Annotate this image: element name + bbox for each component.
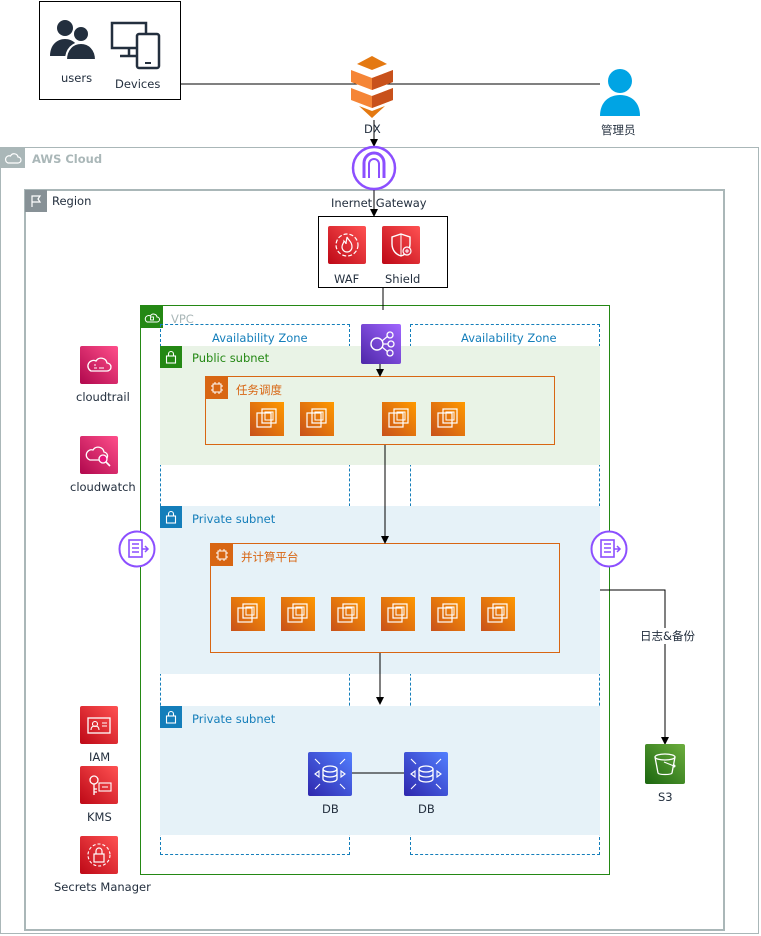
- kms-label: KMS: [87, 810, 112, 824]
- private-subnet-compute: [160, 506, 600, 674]
- private-subnet-db: [160, 706, 600, 835]
- flow-logs-icon-right: [590, 530, 628, 568]
- scheduler-label: 任务调度: [236, 383, 282, 397]
- direct-connect-icon: [349, 56, 395, 118]
- load-balancer-icon: [361, 324, 401, 364]
- database-icon: [308, 752, 352, 796]
- az-right-label: Availability Zone: [461, 331, 557, 345]
- private-subnet-1-label: Private subnet: [192, 512, 276, 526]
- database-icon: [404, 752, 448, 796]
- cloudtrail-label: cloudtrail: [76, 390, 130, 404]
- region-label: Region: [52, 194, 92, 208]
- az-left-label: Availability Zone: [212, 331, 308, 345]
- cloud-icon: [1, 148, 25, 168]
- public-subnet-label: Public subnet: [192, 351, 270, 365]
- shield-icon: [382, 226, 420, 264]
- ec2-instance-icon: [281, 597, 315, 631]
- iam-icon: [80, 706, 118, 744]
- waf-icon: [328, 226, 366, 264]
- ec2-instance-icon: [381, 597, 415, 631]
- secrets-manager-icon: [80, 836, 118, 874]
- ec2-instance-icon: [300, 402, 334, 436]
- devices-icon: [110, 20, 162, 70]
- flag-icon: [25, 190, 47, 212]
- ec2-instance-icon: [382, 402, 416, 436]
- aws-cloud-label: AWS Cloud: [32, 152, 103, 166]
- cloudwatch-label: cloudwatch: [70, 480, 136, 494]
- s3-bucket-icon: [645, 744, 685, 784]
- admin-label: 管理员: [601, 123, 636, 137]
- users-label: users: [61, 71, 93, 85]
- shield-label: Shield: [385, 272, 421, 286]
- flow-logs-icon-left: [118, 530, 156, 568]
- chip-icon: [211, 544, 233, 566]
- compute-platform-label: 并计算平台: [241, 550, 299, 564]
- chip-icon: [206, 377, 228, 399]
- cloudtrail-icon: [80, 346, 118, 384]
- lock-icon: [160, 506, 182, 528]
- igw-label: Inernet Gateway: [331, 196, 427, 210]
- ec2-instance-icon: [250, 402, 284, 436]
- dx-label: DX: [364, 122, 381, 136]
- vpc-icon: [141, 306, 163, 328]
- waf-label: WAF: [334, 272, 360, 286]
- lock-icon: [160, 346, 182, 368]
- ec2-instance-icon: [431, 402, 465, 436]
- internet-gateway-icon: [351, 145, 397, 191]
- db1-label: DB: [322, 802, 339, 816]
- private-subnet-2-label: Private subnet: [192, 712, 276, 726]
- vpc-label: VPC: [171, 312, 194, 326]
- ec2-instance-icon: [481, 597, 515, 631]
- db2-label: DB: [418, 802, 435, 816]
- ec2-instance-icon: [431, 597, 465, 631]
- ec2-instance-icon: [231, 597, 265, 631]
- log-backup-label: 日志&备份: [640, 628, 695, 644]
- s3-label: S3: [658, 790, 673, 804]
- lock-icon: [160, 706, 182, 728]
- secrets-manager-label: Secrets Manager: [54, 880, 151, 894]
- admin-user-icon: [599, 68, 641, 116]
- ec2-instance-icon: [331, 597, 365, 631]
- kms-icon: [80, 766, 118, 804]
- users-icon: [48, 18, 100, 61]
- devices-label: Devices: [115, 77, 161, 91]
- cloudwatch-icon: [80, 436, 118, 474]
- iam-label: IAM: [89, 750, 111, 764]
